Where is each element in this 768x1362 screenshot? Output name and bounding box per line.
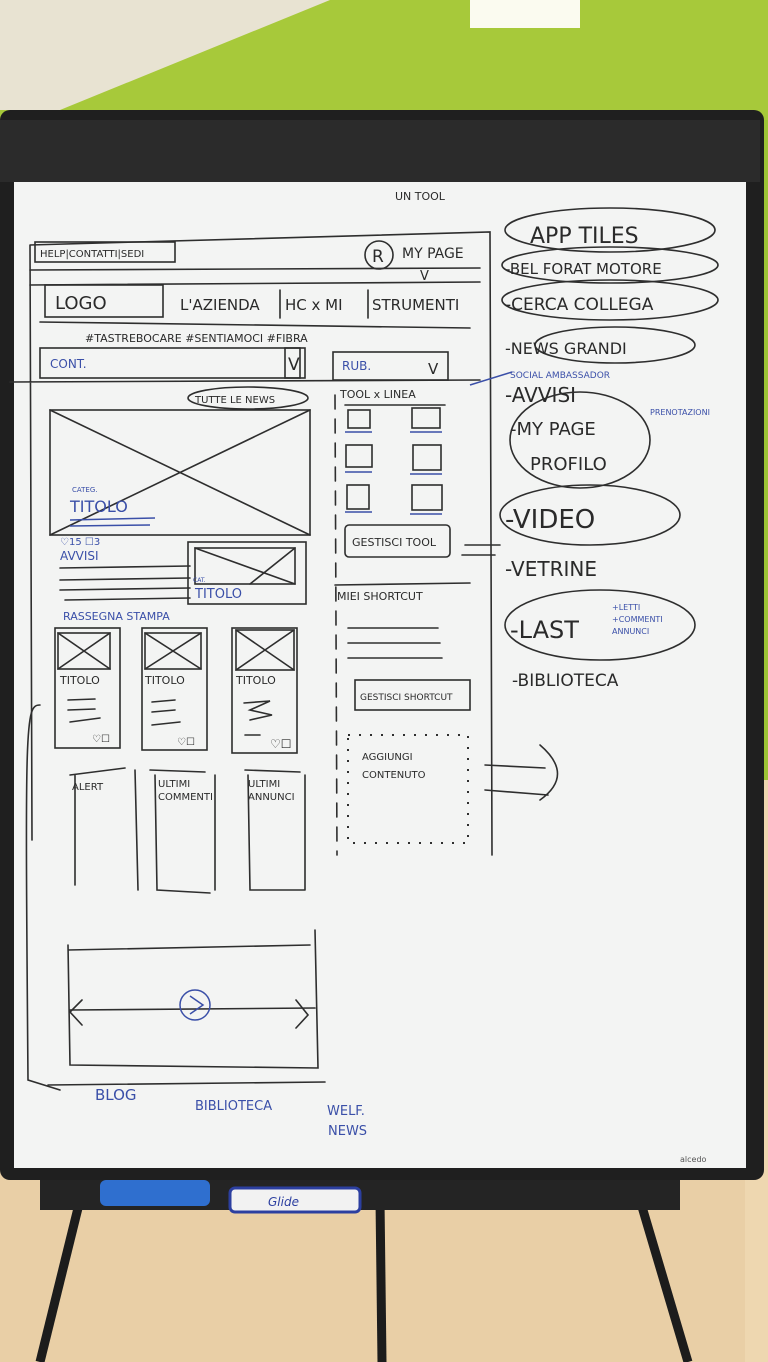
list-item: -CERCA COLLEGA: [505, 295, 654, 315]
note-un-tool: UN TOOL: [395, 190, 446, 203]
press-card: TITOLO ♡☐: [231, 627, 298, 754]
alert-label: ALERT: [72, 782, 104, 793]
list-item: -AVVISI: [505, 383, 576, 407]
list-item: -VIDEO: [505, 505, 595, 535]
feature-list: APP TILES -BEL FORAT MOTORE -CERCA COLLE…: [469, 207, 719, 691]
logo-placeholder: LOGO: [55, 293, 107, 314]
small-card-title: TITOLO: [194, 587, 242, 602]
footer-blog: BLOG: [95, 1086, 137, 1104]
chevron-down-icon: V: [288, 355, 300, 375]
profile-initial: R: [372, 247, 384, 267]
notices-label: AVVISI: [60, 549, 99, 563]
recent-comments-label: ULTIMI COMMENTI: [158, 779, 213, 803]
ceiling-light: [470, 0, 580, 28]
arrow-icon: [484, 744, 559, 801]
brand-logo: alcedo: [680, 1155, 707, 1164]
card-title: TITOLO: [144, 674, 185, 687]
note-booking: PRENOTAZIONI: [650, 408, 710, 417]
footer-biblioteca: BIBLIOTECA: [195, 1099, 272, 1114]
marker: [228, 1186, 362, 1214]
nav-azienda: L'AZIENDA: [180, 296, 260, 314]
content-filter: [39, 347, 301, 379]
chevron-down-icon: V: [428, 360, 439, 378]
note-last: +LETTI: [612, 603, 640, 612]
play-icon: [179, 989, 211, 1021]
small-news-card: [187, 541, 307, 605]
hashtags: #TASTREBOCARE #SENTIAMOCI #FIBRA: [85, 332, 308, 345]
easel-leg: [375, 1199, 387, 1362]
rubric-filter: [332, 351, 449, 381]
manage-tools-label: GESTISCI TOOL: [352, 536, 437, 549]
card-title: TITOLO: [59, 674, 100, 687]
my-page-chevron: V: [420, 269, 429, 284]
list-item: -NEWS GRANDI: [505, 339, 627, 358]
footer-welfare: WELF.: [327, 1104, 365, 1119]
manage-shortcuts-button: [354, 679, 471, 711]
hero-category: CATEG.: [72, 486, 97, 494]
list-item: -VETRINE: [505, 557, 597, 581]
easel-leg: [635, 1198, 693, 1362]
list-item: -LAST: [510, 616, 579, 644]
tool-icon-grid: [345, 407, 443, 515]
easel-leg: [35, 1198, 85, 1362]
utility-nav: HELP|CONTATTI|SEDI: [40, 249, 144, 260]
heart-comment-icons: ♡☐: [92, 734, 110, 745]
manage-tools-button: [344, 524, 451, 558]
press-card: TITOLO ♡☐: [141, 627, 208, 751]
list-item: APP TILES: [530, 224, 639, 249]
column-divider: [334, 394, 338, 856]
nav-strumenti: STRUMENTI: [372, 296, 459, 314]
like-comment-counts: ♡15 ☐3: [60, 537, 100, 548]
marker-label: Glide: [268, 1195, 299, 1209]
eraser: [100, 1180, 210, 1206]
add-content-label: CONTENUTO: [362, 770, 426, 781]
add-content-label: AGGIUNGI: [362, 752, 413, 763]
my-page-label: MY PAGE: [402, 246, 464, 262]
tools-per-line-label: TOOL x LINEA: [339, 388, 416, 401]
video-carousel: [67, 929, 319, 1069]
my-shortcuts-label: MIEI SHORTCUT: [337, 590, 423, 603]
heart-comment-icons: ♡☐: [177, 737, 195, 748]
utility-nav-box: [34, 241, 176, 263]
hero-title: TITOLO: [69, 497, 128, 516]
list-item: -MY PAGE: [510, 419, 596, 440]
press-review-label: RASSEGNA STAMPA: [63, 610, 170, 623]
logo-box: [44, 284, 164, 318]
heart-comment-icons: ♡☐: [270, 737, 292, 751]
small-card-category: CAT.: [193, 577, 206, 584]
note-last: ANNUNCI: [612, 627, 649, 636]
board-clip-bar: [0, 120, 760, 182]
add-content-area: [347, 734, 469, 844]
all-news-link: TUTTE LE NEWS: [194, 395, 275, 406]
list-item: -BEL FORAT MOTORE: [505, 260, 662, 278]
nav-hcxmi: HC x MI: [285, 296, 343, 314]
press-card: TITOLO ♡☐: [54, 627, 121, 749]
arrow-icon: [469, 371, 513, 386]
note-social: SOCIAL AMBASSADOR: [510, 371, 610, 381]
note-last: +COMMENTI: [612, 615, 663, 624]
rubric-filter-label: RUB.: [342, 359, 371, 373]
card-title: TITOLO: [235, 674, 276, 687]
bottom-box: ALERT ULTIMI COMMENTI ULTIMI ANNUNCI: [69, 767, 306, 894]
manage-shortcuts-label: GESTISCI SHORTCUT: [360, 693, 453, 703]
recent-ads-label: ULTIMI ANNUNCI: [248, 779, 295, 803]
content-filter-label: CONT.: [50, 357, 87, 371]
hero-image: [49, 409, 311, 536]
connector-arrow: [25, 704, 61, 1091]
footer-news: NEWS: [328, 1124, 367, 1139]
ceiling: [0, 0, 330, 110]
list-item: PROFILO: [530, 454, 607, 475]
board-surface: [14, 182, 746, 1168]
list-item: -BIBLIOTECA: [512, 671, 619, 691]
